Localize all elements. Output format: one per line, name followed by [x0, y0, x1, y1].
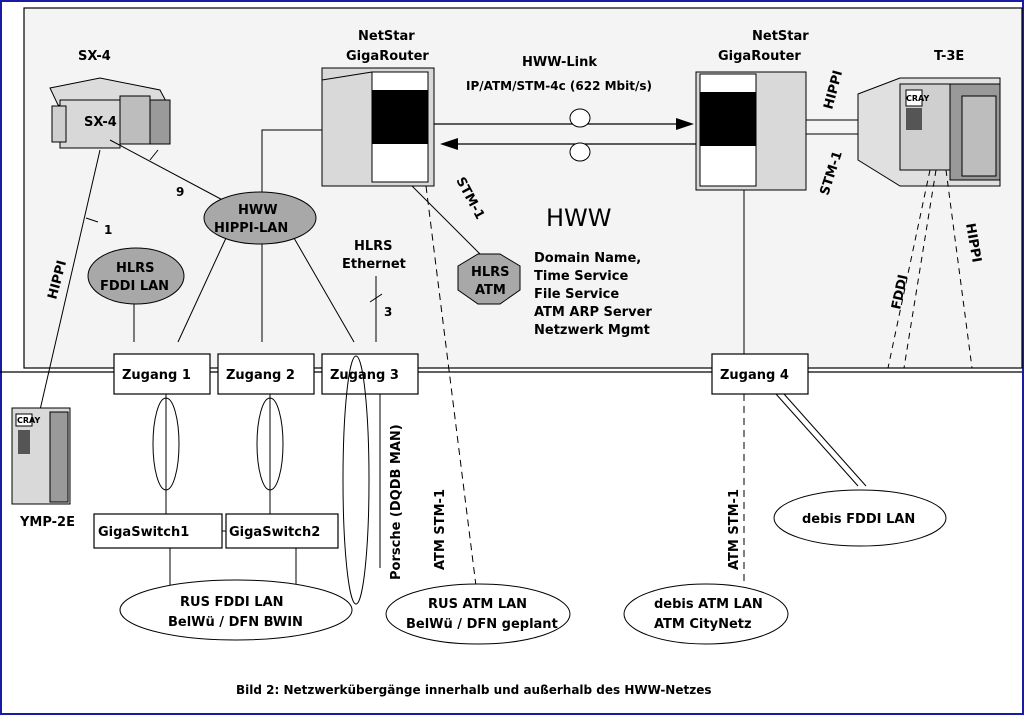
service-3: File Service [534, 287, 619, 302]
hlrs-atm-line2: ATM [475, 283, 506, 298]
z4-fddi-a [776, 394, 858, 486]
zugang-1-label: Zugang 1 [122, 368, 191, 383]
sx4-body-label: SX-4 [84, 115, 117, 130]
router-left-name: NetStar [358, 29, 415, 44]
rus-atm-line1: RUS ATM LAN [428, 597, 527, 612]
hww-link-title: HWW-Link [522, 55, 597, 70]
rus-atm-lan [386, 584, 570, 644]
sx4-title: SX-4 [78, 49, 111, 64]
hippi-lan-line2: HIPPI-LAN [214, 221, 288, 236]
t3e-title: T-3E [934, 49, 964, 64]
hlrs-fddi-line1: HLRS [116, 261, 155, 276]
service-1: Domain Name, [534, 251, 641, 266]
count-1: 1 [104, 223, 112, 237]
service-5: Netzwerk Mgmt [534, 323, 650, 338]
ymp-machine: CRAY [12, 408, 70, 504]
hww-hippi-lan [204, 192, 316, 244]
zugang-3-label: Zugang 3 [330, 368, 399, 383]
rus-fddi-lan [120, 580, 352, 640]
router-left-type: GigaRouter [346, 49, 429, 64]
ymp-label: YMP-2E [19, 515, 75, 530]
t3e-cray-logo: CRAY [906, 94, 929, 103]
gigaswitch-2-label: GigaSwitch2 [229, 525, 320, 540]
atm-stm1-label-a: ATM STM-1 [433, 489, 448, 570]
hlrs-fddi-lan [88, 248, 184, 304]
hlrs-fddi-line2: FDDI LAN [100, 279, 169, 294]
count-3: 3 [384, 305, 392, 319]
hlrs-eth-line1: HLRS [354, 239, 393, 254]
router-left [322, 68, 434, 186]
router-right-type: GigaRouter [718, 49, 801, 64]
debis-atm-line1: debis ATM LAN [654, 597, 763, 612]
t3e-machine: CRAY [858, 78, 1000, 186]
atm-stm1-label-b: ATM STM-1 [727, 489, 742, 570]
count-9: 9 [176, 185, 184, 199]
hww-label: HWW [546, 204, 612, 232]
rus-fddi-line1: RUS FDDI LAN [180, 595, 284, 610]
sx4-machine [50, 78, 170, 148]
link-ring-top [570, 109, 590, 127]
ymp-cray-logo: CRAY [17, 416, 40, 425]
router-right [696, 72, 806, 190]
hippi-lan-line1: HWW [238, 203, 278, 218]
rus-fddi-line2: BelWü / DFN BWIN [168, 615, 303, 630]
zugang-4-label: Zugang 4 [720, 368, 789, 383]
debis-atm-lan [624, 584, 788, 644]
hlrs-atm-line1: HLRS [471, 265, 510, 280]
rus-atm-line2: BelWü / DFN geplant [406, 617, 558, 632]
z4-fddi-b [784, 394, 866, 486]
service-2: Time Service [534, 269, 628, 284]
zugang-2-label: Zugang 2 [226, 368, 295, 383]
porsche-label: Porsche (DQDB MAN) [389, 424, 404, 580]
link-ring-bottom [570, 143, 590, 161]
router-right-name: NetStar [752, 29, 809, 44]
debis-atm-line2: ATM CityNetz [654, 617, 752, 632]
gigaswitch-1-label: GigaSwitch1 [98, 525, 189, 540]
caption: Bild 2: Netzwerkübergänge innerhalb und … [236, 683, 712, 697]
hlrs-eth-line2: Ethernet [342, 257, 406, 272]
service-4: ATM ARP Server [534, 305, 652, 320]
hww-link-spec: IP/ATM/STM-4c (622 Mbit/s) [466, 79, 652, 93]
debis-fddi-label: debis FDDI LAN [802, 512, 915, 527]
